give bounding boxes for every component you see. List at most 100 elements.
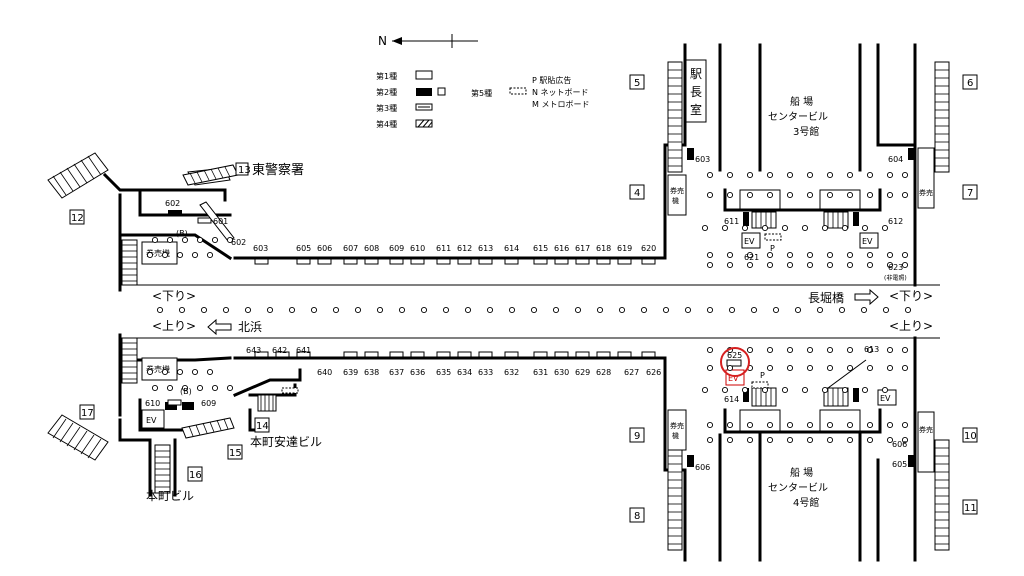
exit-9-label: 9 [634, 431, 640, 442]
exit-12-box [69, 209, 85, 225]
arrow-left-icon [207, 318, 232, 336]
ad-616: 616 [554, 244, 569, 253]
pillar [746, 421, 754, 429]
exit-8-label: 8 [634, 511, 640, 522]
pillar [376, 306, 384, 314]
place-names: 13 東警察署 船 場 センタービル 3号館 船 場 センタービル 4号館 本町… [146, 95, 828, 509]
pillar [191, 251, 199, 259]
pillar [866, 421, 874, 429]
ad-619: 619 [617, 244, 632, 253]
ad-642: 642 [272, 346, 287, 355]
office-char-3: 室 [690, 102, 702, 117]
legend-type5: 第5種 [471, 88, 492, 98]
pillar [806, 364, 814, 372]
cb4-line1: 船 場 [790, 466, 813, 479]
pillar [176, 251, 184, 259]
ticket-v-top-a: 券売 [670, 186, 684, 195]
pillar [794, 306, 802, 314]
pillar [728, 306, 736, 314]
pillar [861, 386, 869, 394]
pillar [866, 364, 874, 372]
pillar [420, 306, 428, 314]
b-label-top: (B) [176, 229, 188, 238]
type1-ads-top [197, 217, 656, 265]
legend-type2: 第2種 [376, 87, 397, 97]
ticket-v-top-b: 券売 [919, 188, 933, 197]
exit-17-label: 17 [81, 408, 94, 419]
ad-633: 633 [478, 368, 493, 377]
ticket-v-bottom-a: 券売 [670, 421, 684, 430]
pillar [901, 364, 909, 372]
pillar [846, 364, 854, 372]
ad-620: 620 [641, 244, 656, 253]
pillar [886, 191, 894, 199]
ticket-machine-top-left [141, 241, 178, 265]
ev-top-right-b [859, 232, 879, 249]
ad-636: 636 [410, 368, 425, 377]
pillar [846, 261, 854, 269]
pillar [766, 364, 774, 372]
pillar [886, 171, 894, 179]
p-label-top: P [770, 244, 775, 253]
ad-613: 613 [478, 244, 493, 253]
ticket-label-top-left: 券売機 [146, 248, 170, 258]
ticket-label-bottom-left: 券売機 [146, 364, 170, 374]
ad-611: 611 [436, 244, 451, 253]
pillar [211, 236, 219, 244]
pillar [786, 421, 794, 429]
ad-609: 609 [389, 244, 404, 253]
office-char-1: 駅 [690, 67, 702, 81]
pillar [806, 191, 814, 199]
pillar [861, 224, 869, 232]
ad-609b: 609 [201, 399, 216, 408]
pillar [226, 236, 234, 244]
pillar [508, 306, 516, 314]
cb4-line3: 4号館 [793, 496, 819, 509]
ad-637: 637 [389, 368, 404, 377]
pillar [766, 436, 774, 444]
ad-617: 617 [575, 244, 590, 253]
pillar [786, 346, 794, 354]
pillar [886, 436, 894, 444]
b-label-bottom: (B) [180, 387, 192, 396]
pillar [826, 421, 834, 429]
ad-614b: 614 [724, 395, 739, 404]
ticket-v-bottom-a-2: 機 [672, 431, 679, 440]
pillar [726, 171, 734, 179]
pillar [332, 306, 340, 314]
pillar [151, 236, 159, 244]
pillar [901, 191, 909, 199]
exit-10-label: 10 [964, 431, 977, 442]
pillar [901, 421, 909, 429]
ad-606: 606 [317, 244, 332, 253]
pillar [746, 436, 754, 444]
ad-613b: 613 [864, 345, 879, 354]
pillar [866, 251, 874, 259]
pillar [222, 306, 230, 314]
type2-ads [165, 148, 915, 467]
exit-16-box [187, 466, 203, 482]
pillar [860, 306, 868, 314]
pillar [904, 306, 912, 314]
legend: 第1種 第2種 第3種 第4種 第5種 P 駅貼広告 N ネットボード M メト… [376, 70, 589, 129]
pillar [200, 306, 208, 314]
pillar [801, 224, 809, 232]
pillar [846, 421, 854, 429]
cb3-line2: センタービル [768, 111, 828, 123]
pillar [662, 306, 670, 314]
exit-14-box [254, 417, 270, 433]
ad-606a: 606 [695, 463, 710, 472]
pillar [846, 436, 854, 444]
pillar [706, 191, 714, 199]
pillar [846, 251, 854, 259]
stairs [47, 61, 950, 551]
pillar [841, 224, 849, 232]
ad-602b: 602 [231, 238, 246, 247]
ticket-machine-bottom-right-b [917, 411, 935, 473]
pillar [191, 368, 199, 376]
ad-625: 625 [727, 351, 742, 360]
exit-15-label: 15 [229, 448, 242, 459]
pillar [706, 421, 714, 429]
